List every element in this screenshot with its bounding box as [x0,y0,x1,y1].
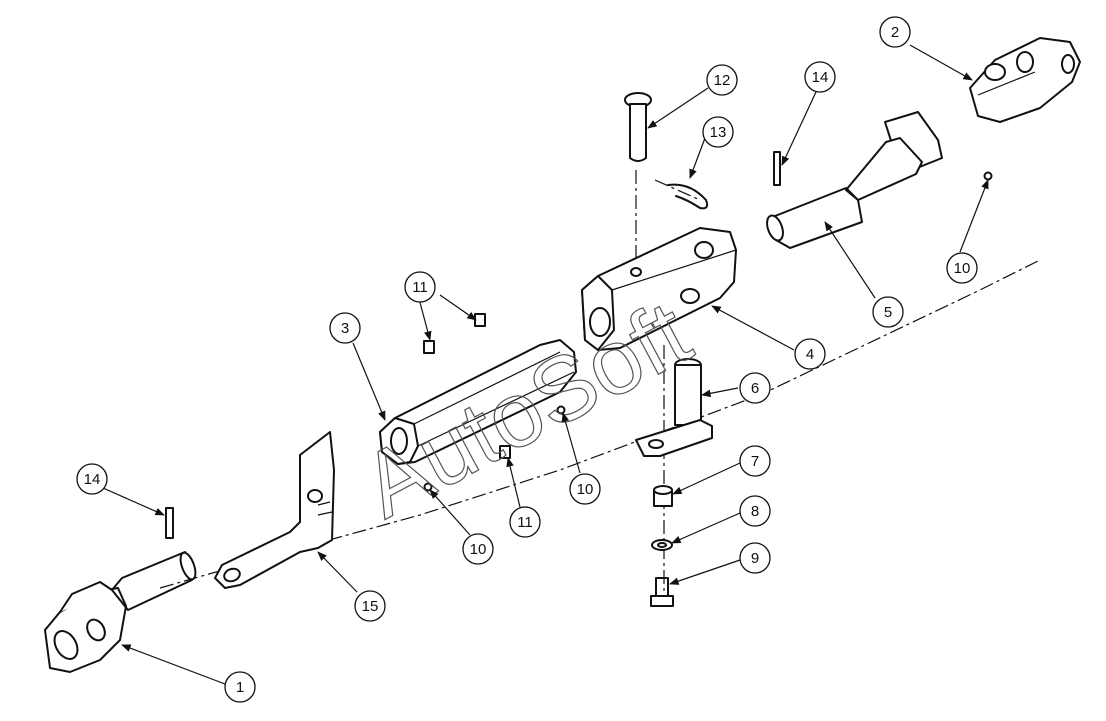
callout-label: 10 [954,260,971,277]
callout-label: 11 [412,279,428,296]
callout-2: 2 [879,16,911,48]
callout-label: 10 [577,481,594,498]
callout-10-tube: 10 [569,473,601,505]
leader-lines [102,44,989,685]
part-14-pin-left [165,507,174,539]
part-4-clevis-block [581,227,737,351]
part-6-pivot-pin [635,358,713,457]
callout-14-left: 14 [76,463,108,495]
callout-label: 1 [236,679,244,696]
callout-label: 13 [710,124,727,141]
callout-4: 4 [794,338,826,370]
callout-3: 3 [329,312,361,344]
part-12-clevis-pin [624,92,652,162]
part-7-spacer [653,485,673,507]
callout-5: 5 [872,296,904,328]
part-3-hex-tube [379,339,577,465]
callout-10-right: 10 [946,252,978,284]
callout-label: 14 [84,471,101,488]
part-1-threaded-clevis [44,551,197,673]
part-10-grease-fittings [423,171,993,492]
callout-15: 15 [354,590,386,622]
callout-11-top: 11 [404,271,436,303]
callout-1: 1 [224,671,256,703]
callout-label: 5 [884,304,892,321]
callout-label: 11 [517,514,533,531]
part-8-washer [651,539,673,551]
callout-label: 15 [362,598,379,615]
callout-7: 7 [739,445,771,477]
callout-12: 12 [706,64,738,96]
callout-label: 8 [751,503,759,520]
callout-11-bottom: 11 [509,506,541,538]
callout-label: 2 [891,24,899,41]
part-2-clevis-end [969,37,1081,123]
part-14-pin-right [773,151,781,186]
callout-label: 9 [751,550,759,567]
callout-label: 3 [341,320,349,337]
callout-label: 14 [812,69,829,86]
watermark-text: AutoSoft [346,282,705,538]
callout-label: 12 [714,72,731,89]
part-13-hairpin-clip [667,183,709,210]
callout-label: 7 [751,453,759,470]
callout-10-lower: 10 [462,533,494,565]
callout-label: 4 [806,346,814,363]
part-9-bolt [650,577,674,607]
callout-8: 8 [739,495,771,527]
part-15-bracket-plate [214,431,335,589]
callout-13: 13 [702,116,734,148]
watermark: AutoSoft [346,281,707,538]
callout-6: 6 [739,372,771,404]
callout-label: 6 [751,380,759,397]
callout-14-right: 14 [804,61,836,93]
part-5-t-bolt [766,111,943,249]
callout-9: 9 [739,542,771,574]
callout-label: 10 [470,541,487,558]
